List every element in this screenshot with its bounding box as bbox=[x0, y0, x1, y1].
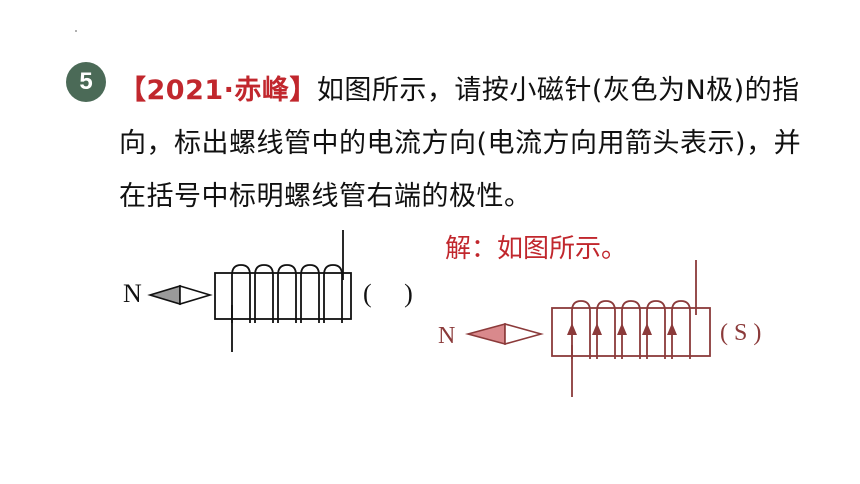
needle-n-pole bbox=[147, 284, 181, 306]
solenoid-core bbox=[214, 272, 352, 320]
question-text-block: 【2021·赤峰】如图所示，请按小磁针(灰色为N极)的指向，标出螺线管中的电流方… bbox=[119, 64, 809, 223]
answer-needle-n-pole bbox=[464, 322, 506, 346]
answer-solenoid-coils bbox=[571, 300, 691, 359]
question-figure: N ( ) bbox=[123, 230, 413, 352]
answer-needle-s-pole bbox=[504, 322, 544, 346]
current-arrow bbox=[567, 323, 577, 335]
question-number-badge: 5 bbox=[66, 62, 106, 102]
answer-solenoid-core bbox=[551, 307, 711, 357]
answer-needle-n-label: N bbox=[438, 323, 455, 349]
answer-text: 解：如图所示。 bbox=[445, 234, 628, 264]
solenoid-coils bbox=[231, 264, 343, 323]
decorative-dot bbox=[75, 30, 77, 32]
pole-bracket: ( ) bbox=[363, 279, 413, 308]
question-body: 如图所示，请按小磁针(灰色为N极)的指向，标出螺线管中的电流方向(电流方向用箭头… bbox=[119, 75, 802, 212]
current-arrow bbox=[592, 323, 602, 335]
current-arrow bbox=[667, 323, 677, 335]
answer-pole-label: ( S ) bbox=[720, 320, 761, 346]
needle-n-label: N bbox=[123, 279, 142, 308]
current-direction-arrows bbox=[567, 323, 677, 335]
question-source: 【2021·赤峰】 bbox=[119, 75, 317, 106]
needle-s-pole bbox=[179, 284, 213, 306]
current-arrow bbox=[642, 323, 652, 335]
answer-figure: N ( S ) bbox=[438, 260, 761, 397]
current-arrow bbox=[617, 323, 627, 335]
